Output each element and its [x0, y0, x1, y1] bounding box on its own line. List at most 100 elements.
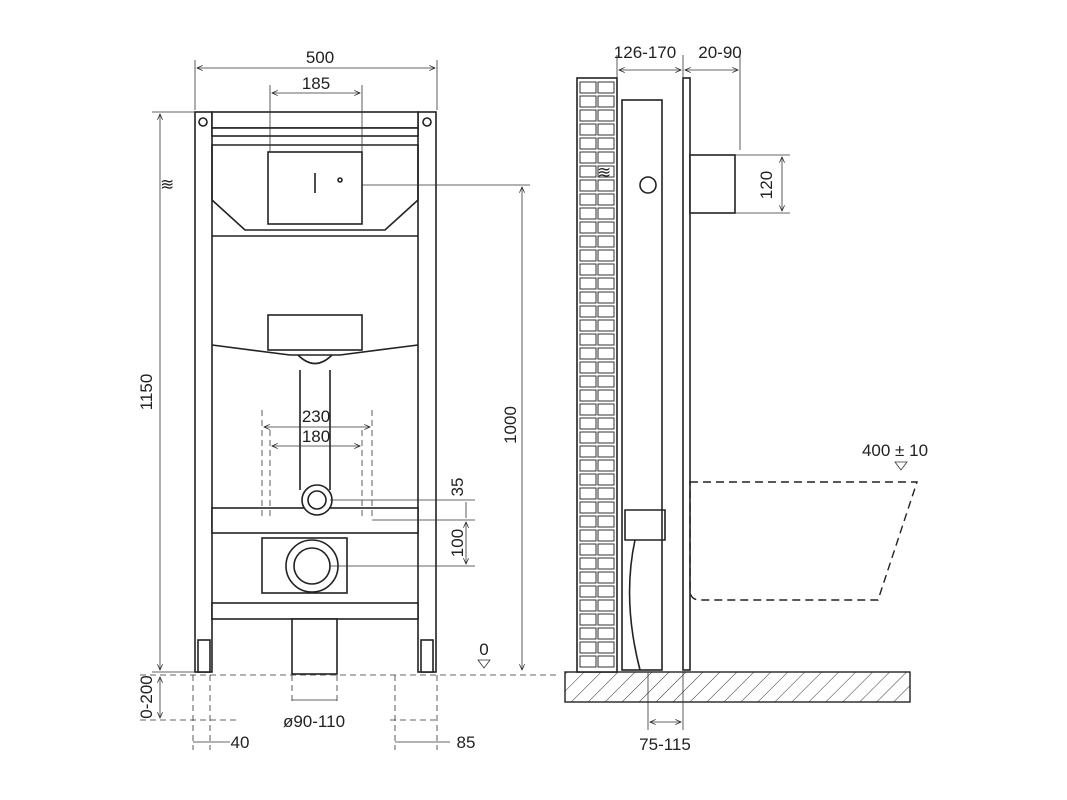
dim-flush-plate: 185: [302, 74, 330, 93]
wall-tile: [597, 389, 615, 402]
dim-leg-adjust: 0-200: [137, 675, 156, 718]
wall-tile: [597, 81, 615, 94]
dim-drain-diameter: ø90-110: [283, 712, 345, 731]
wall-tile: [597, 361, 615, 374]
wall-tile: [579, 403, 597, 416]
wall-tile: [597, 319, 615, 332]
wall-tile: [579, 473, 597, 486]
wall-tile: [597, 529, 615, 542]
wall-tile: [579, 193, 597, 206]
wall-tile: [597, 431, 615, 444]
wall-tile: [579, 599, 597, 612]
side-view: ≋: [564, 77, 918, 703]
wall-tile: [597, 165, 615, 178]
wall-tile: [597, 235, 615, 248]
wall-tile: [597, 249, 615, 262]
wall-tile: [579, 95, 597, 108]
wall-tile: [597, 263, 615, 276]
dim-drain-offset: 100: [448, 529, 467, 557]
wall-tile: [597, 557, 615, 570]
wall-tile: [597, 613, 615, 626]
wall-tile: [597, 459, 615, 472]
dim-drain-depth: 75-115: [639, 735, 691, 754]
wall-tile: [597, 655, 615, 668]
dim-inlet-offset: 35: [448, 478, 467, 497]
wall-tile: [579, 487, 597, 500]
wall-tile: [579, 375, 597, 388]
wall-tile: [579, 585, 597, 598]
wall-tile: [579, 641, 597, 654]
wall-tile: [579, 305, 597, 318]
wall-tile: [579, 501, 597, 514]
wall-tile: [579, 109, 597, 122]
wall-tile: [579, 319, 597, 332]
wall-tile: [597, 599, 615, 612]
water-inlet-icon: ≋: [160, 175, 174, 194]
wall-tile: [597, 123, 615, 136]
wall-tile: [597, 417, 615, 430]
dim-height-total: 1150: [137, 374, 156, 411]
wall-tile: [579, 347, 597, 360]
wall-tile: [597, 291, 615, 304]
wall-tile: [579, 445, 597, 458]
wall-tile: [597, 137, 615, 150]
dim-bolt-outer: 230: [302, 407, 330, 426]
wall-tile: [579, 235, 597, 248]
wall-tile: [597, 207, 615, 220]
wall-tile: [579, 137, 597, 150]
wall-tile: [597, 151, 615, 164]
wall-tile: [579, 543, 597, 556]
wall-tile: [579, 333, 597, 346]
dim-leg-right: 85: [457, 733, 476, 752]
wall-tile: [597, 585, 615, 598]
wall-tile: [597, 473, 615, 486]
wall-tile: [597, 193, 615, 206]
wall-tile: [597, 95, 615, 108]
wall-tile: [579, 529, 597, 542]
wall-tile: [579, 557, 597, 570]
wall-tile: [597, 277, 615, 290]
wall-tile: [597, 501, 615, 514]
wall-tile: [579, 571, 597, 584]
wall-tile: [579, 389, 597, 402]
wall-tile: [579, 151, 597, 164]
side-dimensions: 126-170 20-90 120 400 ± 10 75-115: [614, 43, 928, 754]
wall-tile: [597, 221, 615, 234]
wall-tile: [579, 613, 597, 626]
dim-finish-depth: 20-90: [698, 43, 741, 62]
water-inlet-icon-side: ≋: [597, 163, 611, 182]
wall-tile: [597, 347, 615, 360]
wall-tile: [579, 459, 597, 472]
wall-tile: [579, 249, 597, 262]
wall-tile: [597, 109, 615, 122]
wall-tile: [579, 361, 597, 374]
wall-tile: [597, 543, 615, 556]
wall-tile: [597, 445, 615, 458]
wall-tile: [579, 431, 597, 444]
wall-tile: [597, 305, 615, 318]
wall-tile: [579, 417, 597, 430]
dim-width-total: 500: [306, 48, 334, 67]
wall-tile: [597, 179, 615, 192]
dim-frame-depth: 126-170: [614, 43, 676, 62]
front-dimensions: 500 185 1150 1000 230 180 35 100 0 0-200…: [137, 48, 560, 752]
dim-bolt-inner: 180: [302, 427, 330, 446]
wall-tile: [597, 515, 615, 528]
floor-zero-label: 0: [479, 640, 488, 659]
wall-tile: [579, 627, 597, 640]
dim-inlet-height: 120: [757, 171, 776, 199]
dim-leg-left: 40: [231, 733, 250, 752]
wall-tile: [597, 487, 615, 500]
wall-tile: [579, 221, 597, 234]
wall-tile: [597, 641, 615, 654]
wall-tile: [597, 571, 615, 584]
wall-tile: [579, 515, 597, 528]
wall-tile: [579, 165, 597, 178]
dim-bowl-height: 400 ± 10: [862, 441, 928, 460]
wall-tile: [579, 277, 597, 290]
wall-tile: [597, 333, 615, 346]
wall-tile: [579, 123, 597, 136]
wall-tile: [579, 207, 597, 220]
wall-tile: [597, 375, 615, 388]
